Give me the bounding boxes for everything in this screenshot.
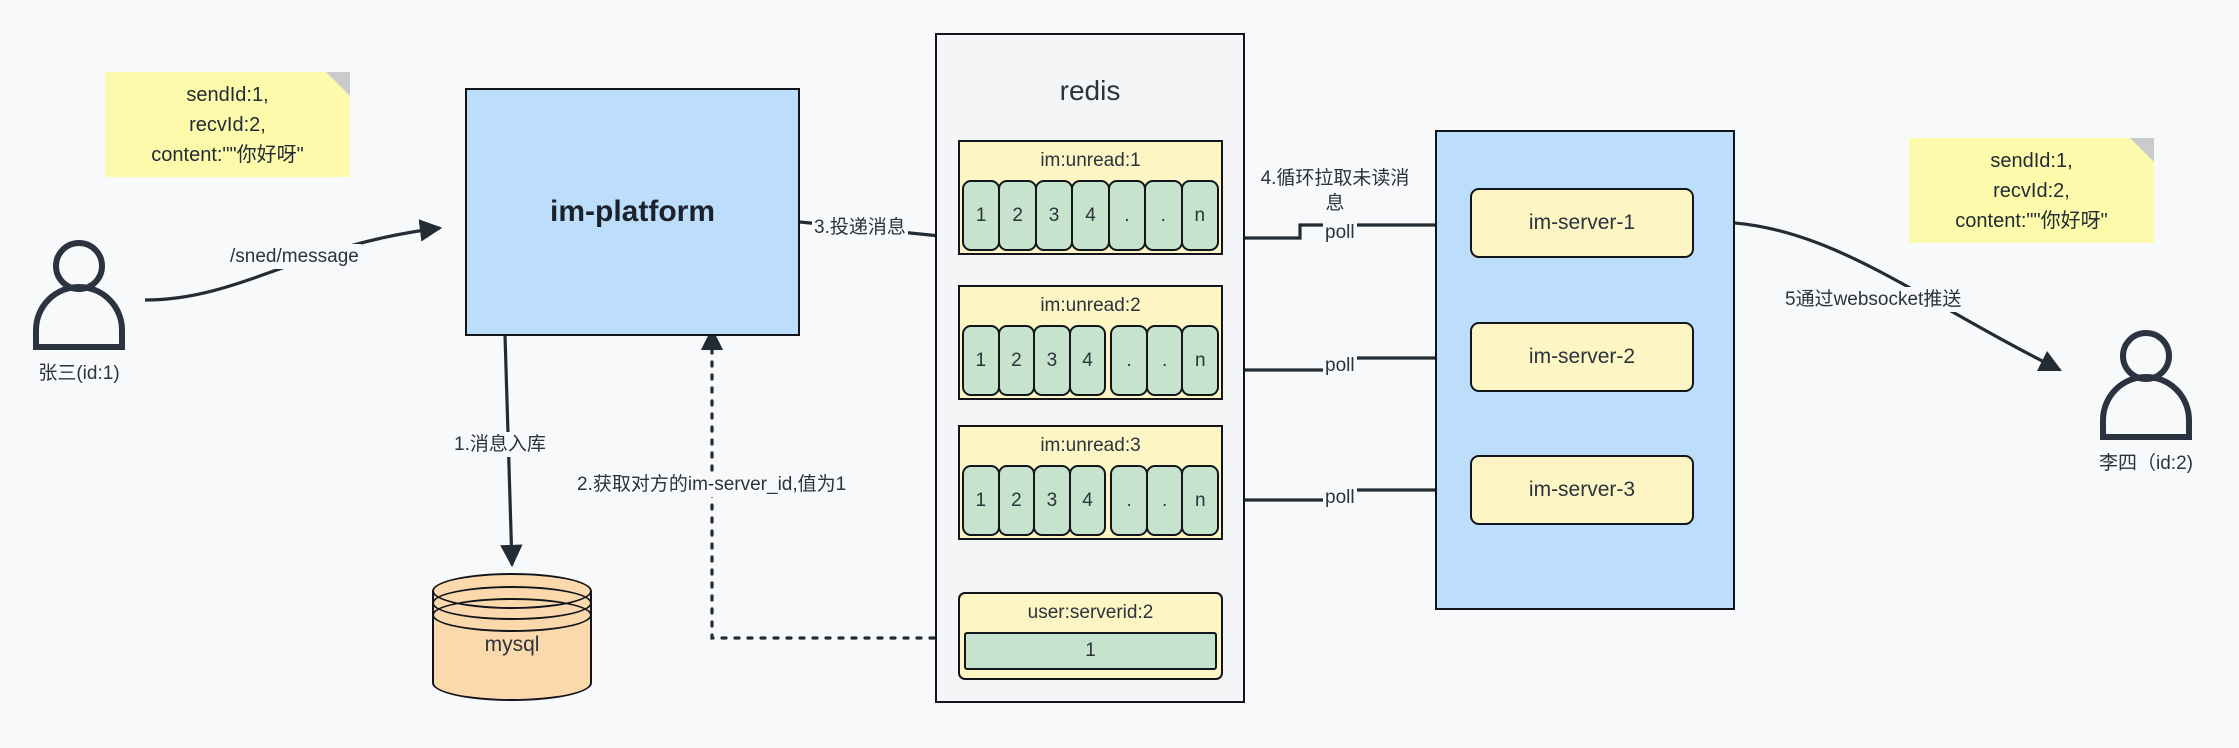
im-platform-box[interactable]: im-platform [465,88,800,336]
redis-cell: 4 [1068,465,1107,536]
mysql-database[interactable]: mysql [432,573,592,701]
redis-cell: . [1110,325,1148,396]
user-icon [2100,330,2192,440]
redis-cell: 3 [1033,465,1071,536]
redis-cell: n [1181,465,1220,536]
im-server-2-label: im-server-2 [1528,345,1636,368]
redis-cell: . [1107,180,1147,251]
edge-label-step-3: 3.投递消息 [812,215,908,240]
redis-cell: 1 [964,632,1217,670]
actor-sender-label: 张三(id:1) [38,363,120,384]
sticky-note-left: sendId:1, recvId:2, content:""你好呀" [105,72,350,177]
redis-cell-row: 1 2 3 4 . . n [960,325,1221,398]
note-left-line-3: content:""你好呀" [151,143,304,166]
redis-key-group-unread-2[interactable]: im:unread:2 1 2 3 4 . . n [958,285,1223,400]
redis-title: redis [1059,75,1121,106]
sticky-note-right: sendId:1, recvId:2, content:""你好呀" [1909,138,2154,243]
actor-receiver-label: 李四（id:2) [2099,453,2193,474]
redis-cell: 4 [1068,325,1107,396]
im-server-3[interactable]: im-server-3 [1470,455,1694,525]
note-fold-corner-icon [326,72,350,96]
user-icon [33,240,125,350]
im-platform-label: im-platform [550,195,715,228]
redis-cell: 2 [997,465,1036,536]
redis-cell: 3 [1033,325,1071,396]
edge-label-send-message: /sned/message [228,244,361,269]
im-server-2[interactable]: im-server-2 [1470,322,1694,392]
note-right-line-2: recvId:2, [1993,179,2070,202]
redis-cell: 1 [962,325,1000,396]
redis-cell: 1 [962,465,1000,536]
im-server-1-label: im-server-1 [1528,211,1636,234]
actor-sender: 张三(id:1) [33,240,125,384]
redis-key-label: im:unread:1 [1040,150,1141,171]
edge-label-step-1: 1.消息入库 [452,432,548,457]
redis-key-label: user:serverid:2 [1027,602,1154,623]
im-server-3-label: im-server-3 [1528,478,1636,501]
redis-cell: . [1145,325,1184,396]
redis-cell: 1 [962,180,1001,251]
note-left-line-1: sendId:1, [186,83,269,106]
redis-cell: . [1144,180,1183,251]
note-left-line-2: recvId:2, [189,113,266,136]
redis-key-group-user-serverid[interactable]: user:serverid:2 1 [958,592,1223,680]
cylinder-ring-2 [432,598,592,632]
redis-cell-row: 1 2 3 4 . . n [960,465,1221,538]
redis-key-label: im:unread:2 [1040,295,1141,316]
redis-cell-row: 1 2 3 4 . . n [960,180,1221,253]
user-body-icon [33,284,125,350]
edge-label-step-4: 4.循环拉取未读消 息 [1258,166,1412,216]
edge-label-step-2: 2.获取对方的im-server_id,值为1 [575,472,849,497]
user-body-icon [2100,374,2192,440]
redis-key-group-unread-3[interactable]: im:unread:3 1 2 3 4 . . n [958,425,1223,540]
redis-cell: 4 [1071,180,1110,251]
redis-cell: 2 [998,180,1037,251]
mysql-label: mysql [484,632,540,656]
redis-key-label: im:unread:3 [1040,435,1141,456]
im-server-1[interactable]: im-server-1 [1470,188,1694,258]
redis-cell: n [1180,180,1219,251]
redis-cell: . [1110,465,1148,536]
redis-cell: 2 [997,325,1036,396]
redis-cell: . [1145,465,1184,536]
redis-cell: 3 [1034,180,1074,251]
edge-label-poll-1: poll [1323,220,1357,245]
actor-receiver: 李四（id:2) [2099,330,2193,474]
note-fold-corner-icon [2130,138,2154,162]
redis-cell: n [1181,325,1220,396]
note-right-line-1: sendId:1, [1990,149,2073,172]
redis-key-group-unread-1[interactable]: im:unread:1 1 2 3 4 . . n [958,140,1223,255]
edge-label-step-5: 5通过websocket推送 [1783,287,1964,312]
edge-label-poll-3: poll [1323,485,1357,510]
note-right-line-3: content:""你好呀" [1955,209,2108,232]
edge-label-poll-2: poll [1323,353,1357,378]
